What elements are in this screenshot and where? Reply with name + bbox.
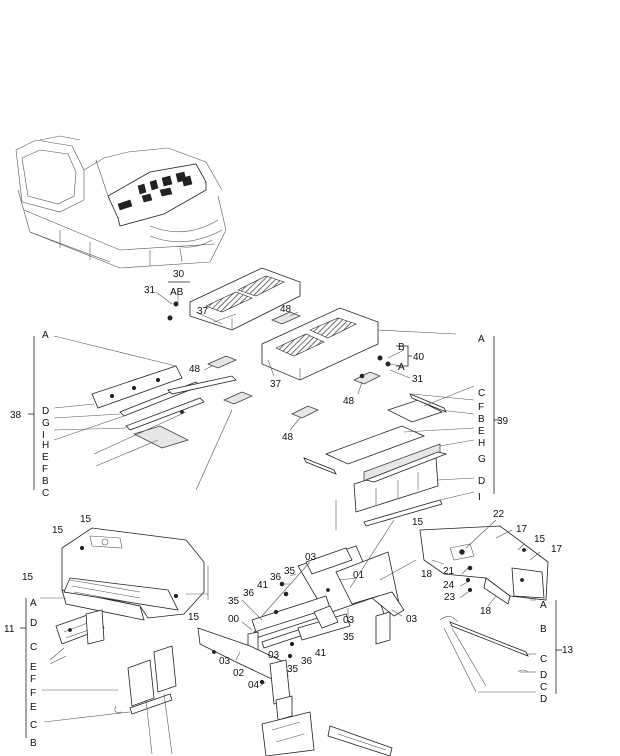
left_group_11-letter: A — [30, 598, 37, 609]
callout-c15f: 15 — [534, 534, 546, 545]
left_group_38-letter: E — [42, 452, 49, 463]
callout-c35c: 35 — [343, 632, 355, 643]
right_group_39-letter: B — [478, 414, 485, 425]
callout-c13: 13 — [562, 645, 574, 656]
callout-c00: 00 — [228, 614, 240, 625]
callout-c37b: 37 — [270, 379, 282, 390]
right_group_39-letter: E — [478, 426, 485, 437]
left_group_11-letter: F — [30, 674, 36, 685]
right_group_13-letter: B — [540, 624, 547, 635]
callout-cB40: B — [398, 342, 405, 353]
right_group_39-letter: C — [478, 388, 485, 399]
engine-hood-drawing — [40, 527, 209, 755]
callout-c21: 21 — [443, 566, 455, 577]
callout-c38: 38 — [10, 410, 22, 421]
callout-c03a: 03 — [305, 552, 317, 563]
top-cover-assembly-drawing — [53, 267, 475, 530]
left_group_38-letter: G — [42, 418, 50, 429]
callout-c04: 04 — [248, 680, 260, 691]
callout-c15b: 15 — [80, 514, 92, 525]
right_group_39-letter: I — [478, 492, 481, 503]
callout-c03c: 03 — [343, 615, 355, 626]
right_group_39-letter: H — [478, 438, 485, 449]
callout-c48a: 48 — [280, 304, 292, 315]
support-frame-drawing — [197, 519, 417, 756]
left_group_38-letter: B — [42, 476, 49, 487]
callout-c35a: 35 — [284, 566, 296, 577]
callout-cAB: AB — [170, 287, 184, 298]
callout-c35d: 35 — [287, 664, 299, 675]
machine-overview-drawing — [15, 135, 227, 269]
left_group_11-letter: B — [30, 738, 37, 749]
left_group_38-letter: A — [42, 330, 49, 341]
left_group_11-letter: E — [30, 702, 37, 713]
left_group_11-letter: E — [30, 662, 37, 673]
left_group_11-letter: D — [30, 618, 37, 629]
callout-c17a: 17 — [516, 524, 528, 535]
callout-c03d: 03 — [219, 656, 231, 667]
right_group_13-letter: D — [540, 670, 547, 681]
callout-c23: 23 — [444, 592, 456, 603]
callout-c15c: 15 — [22, 572, 34, 583]
left_group_11-letter: C — [30, 720, 37, 731]
left_group_38-letter: C — [42, 488, 49, 499]
callout-c48d: 48 — [282, 432, 294, 443]
callout-c48b: 48 — [189, 364, 201, 375]
left_group_38-letter: F — [42, 464, 48, 475]
callout-c40: 40 — [413, 352, 425, 363]
right_group_39-letter: D — [478, 476, 485, 487]
callout-c41b: 41 — [315, 648, 327, 659]
callout-c37a: 37 — [197, 306, 209, 317]
left_group_38-letter: H — [42, 440, 49, 451]
callout-c03b: 03 — [406, 614, 418, 625]
callout-c15e: 15 — [412, 517, 424, 528]
callout-c31a: 31 — [144, 285, 156, 296]
side-cover-drawing — [419, 519, 549, 693]
right_group_39-letter: A — [478, 334, 485, 345]
callout-c36c: 36 — [301, 656, 313, 667]
left_group_38-letter: I — [42, 430, 45, 441]
left_group_11-letter: F — [30, 688, 36, 699]
callout-c15a: 15 — [52, 525, 64, 536]
callout-c22: 22 — [493, 509, 505, 520]
right_group_13-letter: D — [540, 694, 547, 705]
callout-c01: 01 — [353, 570, 365, 581]
callout-c35b: 35 — [228, 596, 240, 607]
callout-c18b: 18 — [480, 606, 492, 617]
callout-c41a: 41 — [257, 580, 269, 591]
callout-cA40: A — [398, 362, 405, 373]
callout-c31b: 31 — [412, 374, 424, 385]
callout-c11: 11 — [4, 624, 15, 635]
callout-c18a: 18 — [421, 569, 433, 580]
left_group_11-letter: C — [30, 642, 37, 653]
right_group_13-letter: C — [540, 682, 547, 693]
group-brackets — [20, 281, 562, 738]
callout-c39: 39 — [497, 416, 509, 427]
callout-c48c: 48 — [343, 396, 355, 407]
left_group_38-letter: D — [42, 406, 49, 417]
right_group_13-letter: A — [540, 600, 547, 611]
right_group_39-letter: G — [478, 454, 486, 465]
right_group_13-letter: C — [540, 654, 547, 665]
callout-c15d: 15 — [188, 612, 200, 623]
callout-c17b: 17 — [551, 544, 563, 555]
callout-c36a: 36 — [270, 572, 282, 583]
callout-c36b: 36 — [243, 588, 255, 599]
callout-c30: 30 — [173, 269, 185, 280]
right_group_39-letter: F — [478, 402, 484, 413]
callout-c03e: 03 — [268, 650, 280, 661]
callout-c24: 24 — [443, 580, 455, 591]
callout-c02: 02 — [233, 668, 245, 679]
